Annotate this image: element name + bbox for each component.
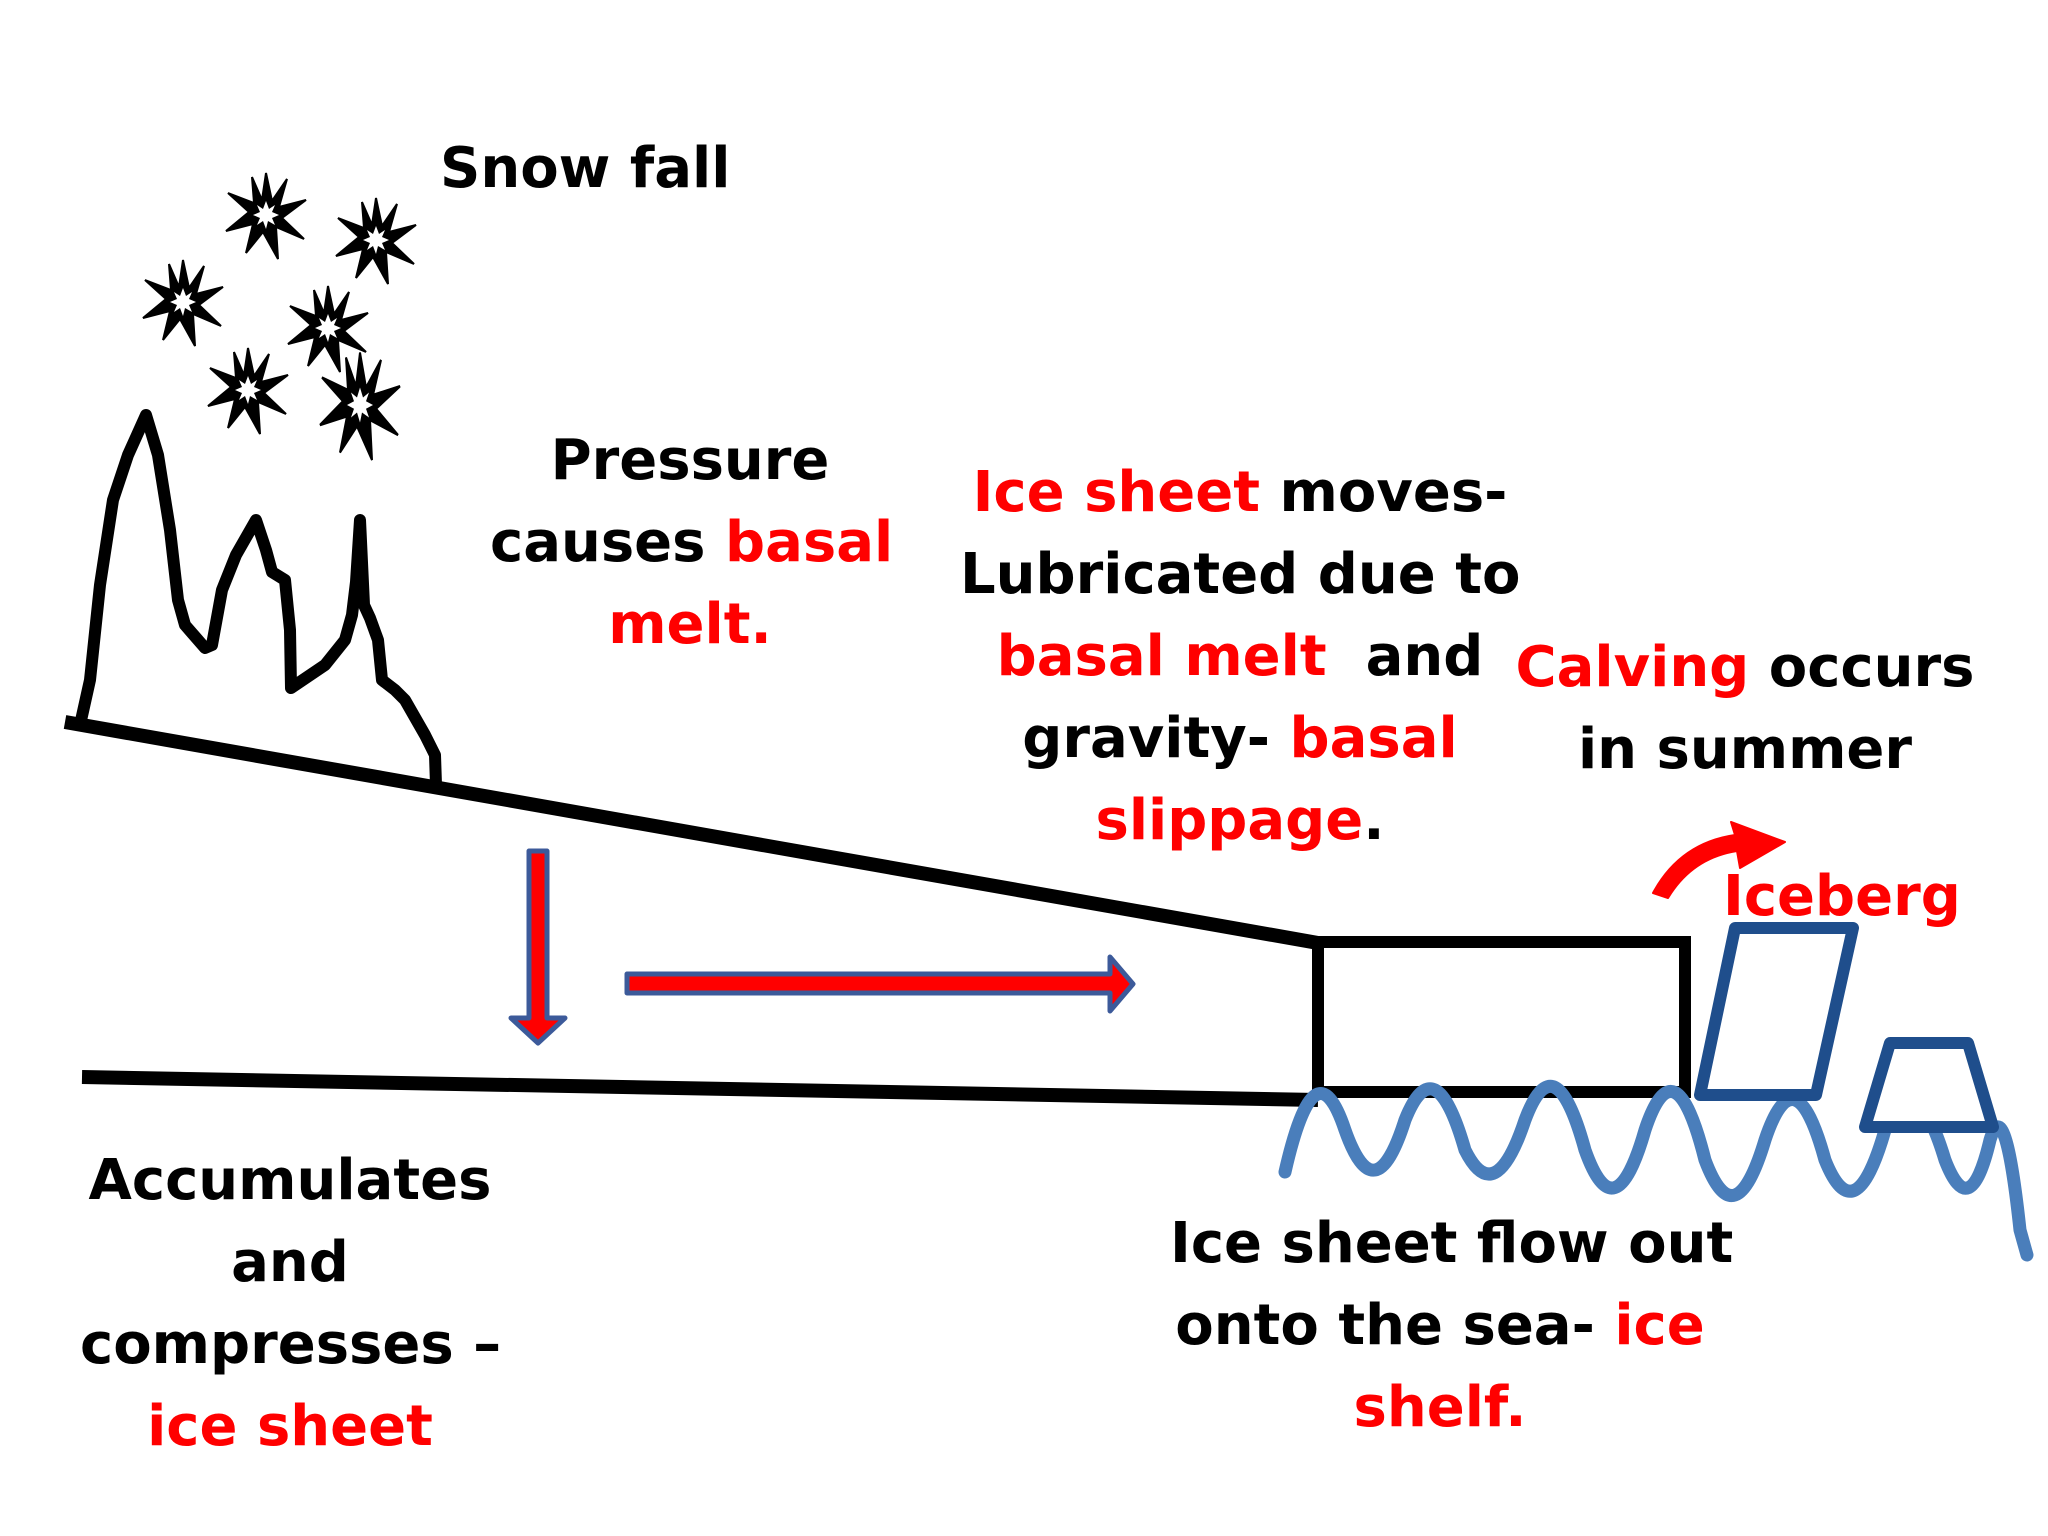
moves-line-5: slippage. xyxy=(1095,788,1385,853)
accumulates-line-4: ice sheet xyxy=(147,1394,433,1459)
calving-line-2: in summer xyxy=(1577,717,1913,782)
accumulates-line-2: and xyxy=(231,1230,349,1295)
iceberg-small xyxy=(1859,1037,1999,1133)
flow-out-label: Ice sheet flow out onto the sea- ice she… xyxy=(1170,1203,1734,1449)
sea-waves xyxy=(1278,1080,2034,1262)
pressure-label: Pressure causes basal melt. xyxy=(490,420,894,666)
pressure-line-2: causes basal xyxy=(490,510,894,575)
calving-line-1: Calving occurs xyxy=(1515,635,1975,700)
starburst-icon xyxy=(335,197,417,285)
moves-line-2: Lubricated due to xyxy=(960,542,1521,607)
arrow-down-icon xyxy=(508,848,568,1046)
moves-line-4: gravity- basal xyxy=(1022,706,1458,771)
mountain-outline xyxy=(74,409,442,791)
accumulates-line-1: Accumulates xyxy=(88,1148,492,1213)
ice-shelf xyxy=(1312,936,1691,1098)
bedrock-line xyxy=(81,1070,1319,1107)
ice-sheet-surface xyxy=(63,715,1320,950)
iceberg-tilted xyxy=(1694,922,1859,1101)
snow-fall-label: Snow fall xyxy=(440,136,731,201)
moves-line-1: Ice sheet moves- xyxy=(972,460,1508,525)
starburst-icon xyxy=(142,259,224,347)
snowflakes xyxy=(142,172,417,462)
starburst-icon xyxy=(318,351,402,462)
calving-label: Calving occurs in summer xyxy=(1515,627,1975,791)
accumulates-label: Accumulates and compresses – ice sheet xyxy=(80,1140,502,1468)
starburst-icon xyxy=(207,347,289,435)
flow-out-line-2: onto the sea- ice xyxy=(1175,1293,1705,1358)
iceberg-label: Iceberg xyxy=(1723,864,1961,929)
flow-out-line-1: Ice sheet flow out xyxy=(1170,1211,1734,1276)
curved-arrow-icon xyxy=(1652,821,1786,899)
starburst-icon xyxy=(287,285,369,373)
starburst-icon xyxy=(225,172,307,260)
arrow-right-icon xyxy=(624,954,1136,1014)
moves-line-3: basal melt and xyxy=(996,624,1484,689)
accumulates-line-3: compresses – xyxy=(80,1312,502,1377)
pressure-line-3: melt. xyxy=(608,592,772,657)
ice-sheet-moves-label: Ice sheet moves- Lubricated due to basal… xyxy=(960,452,1520,862)
pressure-line-1: Pressure xyxy=(550,428,830,493)
flow-out-line-3: shelf. xyxy=(1353,1375,1527,1440)
